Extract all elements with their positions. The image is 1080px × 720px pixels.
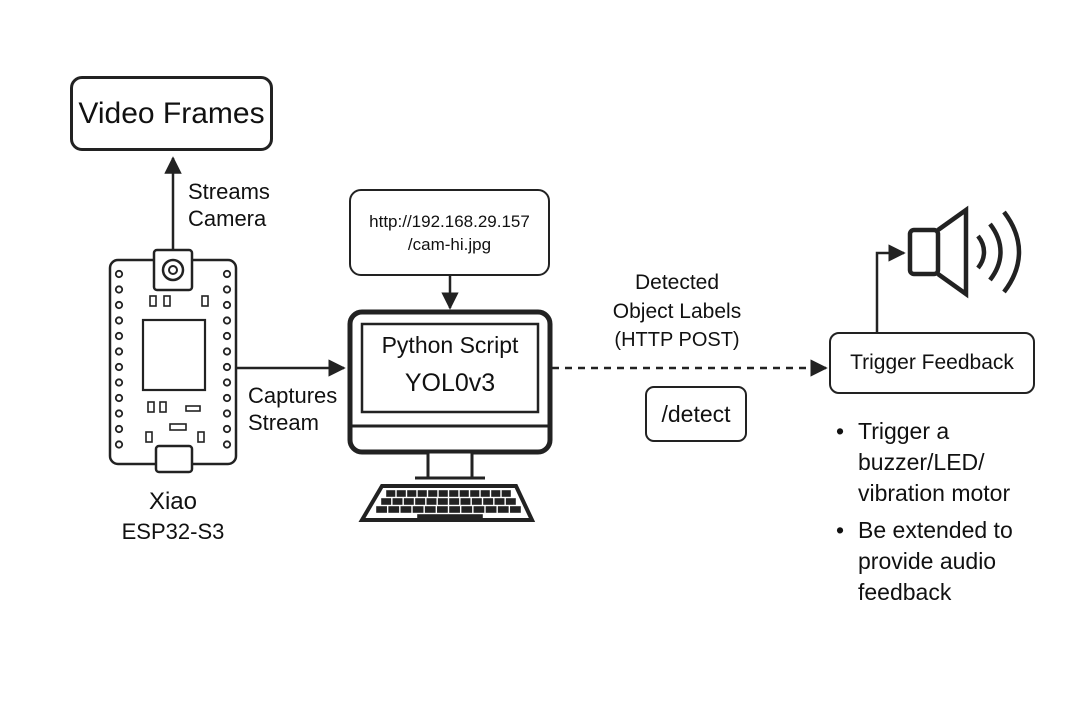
board-pin: [114, 300, 124, 310]
keyboard-key: [449, 506, 460, 513]
board-pin: [114, 424, 124, 434]
board-pin: [114, 331, 124, 341]
board-pin: [222, 331, 232, 341]
keyboard-key: [426, 498, 437, 505]
keyboard-key: [494, 498, 505, 505]
keyboard-key: [449, 498, 460, 505]
board-pin: [222, 285, 232, 294]
monitor-icon: [347, 309, 553, 480]
keyboard-key: [483, 498, 494, 505]
board-pins: [114, 269, 232, 449]
keyboard-key: [501, 490, 511, 497]
keyboard-key: [459, 490, 469, 497]
arrow-to-speaker: [875, 244, 906, 332]
board-pin: [114, 285, 124, 294]
keyboard-key: [437, 506, 448, 513]
feedback-notes-list: Trigger a buzzer/LED/ vibration motor Be…: [836, 416, 1066, 614]
board-name: Xiao: [148, 488, 198, 515]
board-pin: [114, 409, 124, 418]
keyboard-key: [403, 498, 414, 505]
note-item: Trigger a buzzer/LED/ vibration motor: [836, 416, 1066, 509]
keyboard-key: [449, 490, 459, 497]
keyboard-key: [473, 506, 485, 513]
board-pin: [114, 393, 124, 403]
keyboard-icon: [358, 484, 536, 522]
keyboard-key: [505, 498, 516, 505]
board-pin: [222, 316, 232, 325]
streams-camera-label: Streams Camera: [188, 179, 270, 231]
keyboard-key: [388, 506, 400, 513]
keyboard-key: [460, 498, 471, 505]
url-line-2: /cam-hi.jpg: [407, 234, 492, 254]
board-model: ESP32-S3: [121, 519, 225, 544]
keyboard-key: [424, 506, 436, 513]
board-pin: [222, 378, 232, 387]
board-pin: [114, 378, 124, 387]
board-pin: [114, 316, 124, 325]
video-frames-label: Video Frames: [78, 96, 265, 130]
detected-labels-text: Detected Object Labels (HTTP POST): [612, 271, 742, 351]
board-pin: [114, 269, 124, 279]
video-frames-box: Video Frames: [70, 76, 273, 151]
board-pin: [114, 347, 124, 356]
keyboard-key: [470, 490, 480, 497]
keyboard-key: [407, 490, 417, 497]
board-pin: [222, 362, 232, 372]
board-pin: [222, 440, 232, 449]
keyboard-key: [437, 498, 448, 505]
keyboard-key: [381, 498, 392, 505]
board-pin: [222, 409, 232, 418]
board-pin: [114, 440, 124, 449]
keyboard-spacebar: [417, 514, 483, 519]
url-box: http://192.168.29.157 /cam-hi.jpg: [349, 189, 550, 276]
keyboard-key: [400, 506, 412, 513]
keyboard-key: [491, 490, 501, 497]
keyboard-key: [510, 506, 521, 513]
keyboard-key: [412, 506, 424, 513]
keyboard-key: [485, 506, 497, 513]
keyboard-key: [461, 506, 473, 513]
xiao-board-icon: [108, 248, 238, 474]
board-pin: [222, 393, 232, 403]
board-pin: [222, 347, 232, 356]
keyboard-key: [471, 498, 482, 505]
keyboard-key: [415, 498, 426, 505]
keyboard-key: [428, 490, 438, 497]
url-line-1: http://192.168.29.157: [369, 211, 530, 231]
note-item: Be extended to provide audio feedback: [836, 515, 1066, 608]
monitor-screen-text: Python Script YOL0v3: [362, 328, 538, 404]
board-pin: [222, 269, 232, 279]
keyboard-key: [417, 490, 427, 497]
keyboard-key: [438, 490, 448, 497]
board-pin: [222, 300, 232, 310]
board-pin: [114, 362, 124, 372]
keyboard-key: [497, 506, 509, 513]
keyboard-key: [392, 498, 403, 505]
speaker-icon: [907, 205, 1022, 299]
board-pin: [222, 424, 232, 434]
detect-endpoint-box: /detect: [645, 386, 747, 442]
python-script-label: Python Script: [381, 332, 519, 358]
keyboard-key: [376, 506, 387, 513]
captures-stream-label: Captures Stream: [248, 383, 338, 435]
keyboard-key: [396, 490, 406, 497]
board-caption: Xiao ESP32-S3: [100, 487, 246, 547]
keyboard-key: [480, 490, 490, 497]
model-label: YOL0v3: [404, 369, 496, 397]
keyboard-key: [386, 490, 396, 497]
trigger-feedback-box: Trigger Feedback: [829, 332, 1035, 394]
